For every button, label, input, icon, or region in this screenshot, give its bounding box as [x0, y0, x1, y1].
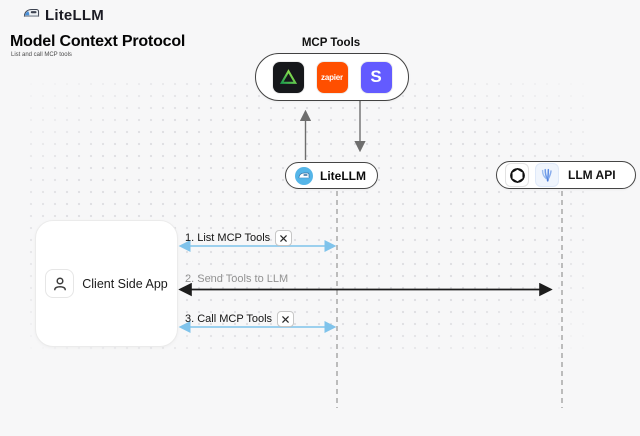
- node-llm-api-label: LLM API: [568, 168, 616, 182]
- message-1-text: 1. List MCP Tools: [185, 232, 271, 244]
- node-client-side-app: Client Side App: [35, 220, 178, 347]
- litellm-train-icon: [23, 6, 40, 24]
- message-list-mcp-tools: 1. List MCP Tools: [185, 230, 293, 246]
- page-title: Model Context Protocol: [10, 33, 186, 50]
- stripe-icon: S: [360, 61, 392, 93]
- zapier-icon: zapier: [316, 61, 348, 93]
- message-call-mcp-tools: 3. Call MCP Tools: [185, 311, 295, 327]
- brand-name: LiteLLM: [45, 6, 104, 24]
- llm-provider-icon: [535, 163, 559, 187]
- person-icon: [45, 269, 75, 298]
- page-subtitle: List and call MCP tools: [11, 52, 72, 58]
- message-2-text: 2. Send Tools to LLM: [185, 273, 289, 285]
- tools-badge-icon: [275, 230, 293, 246]
- node-client-label: Client Side App: [82, 276, 168, 291]
- node-litellm: LiteLLM: [285, 162, 378, 189]
- litellm-node-train-icon: [295, 166, 313, 185]
- message-3-text: 3. Call MCP Tools: [185, 313, 273, 325]
- mcp-tools-label: MCP Tools: [301, 37, 361, 49]
- tools-badge-icon: [277, 311, 295, 327]
- green-triangle-tool-icon: [272, 61, 304, 93]
- message-send-tools-to-llm: 2. Send Tools to LLM: [185, 273, 288, 285]
- openai-icon: [505, 163, 529, 187]
- zapier-wordmark: zapier: [321, 72, 343, 82]
- node-llm-api: LLM API: [496, 161, 636, 189]
- node-litellm-label: LiteLLM: [320, 168, 366, 183]
- stripe-letter: S: [370, 67, 382, 86]
- mcp-tools-group: zapier S: [255, 53, 409, 101]
- brand-logo: LiteLLM: [23, 6, 104, 24]
